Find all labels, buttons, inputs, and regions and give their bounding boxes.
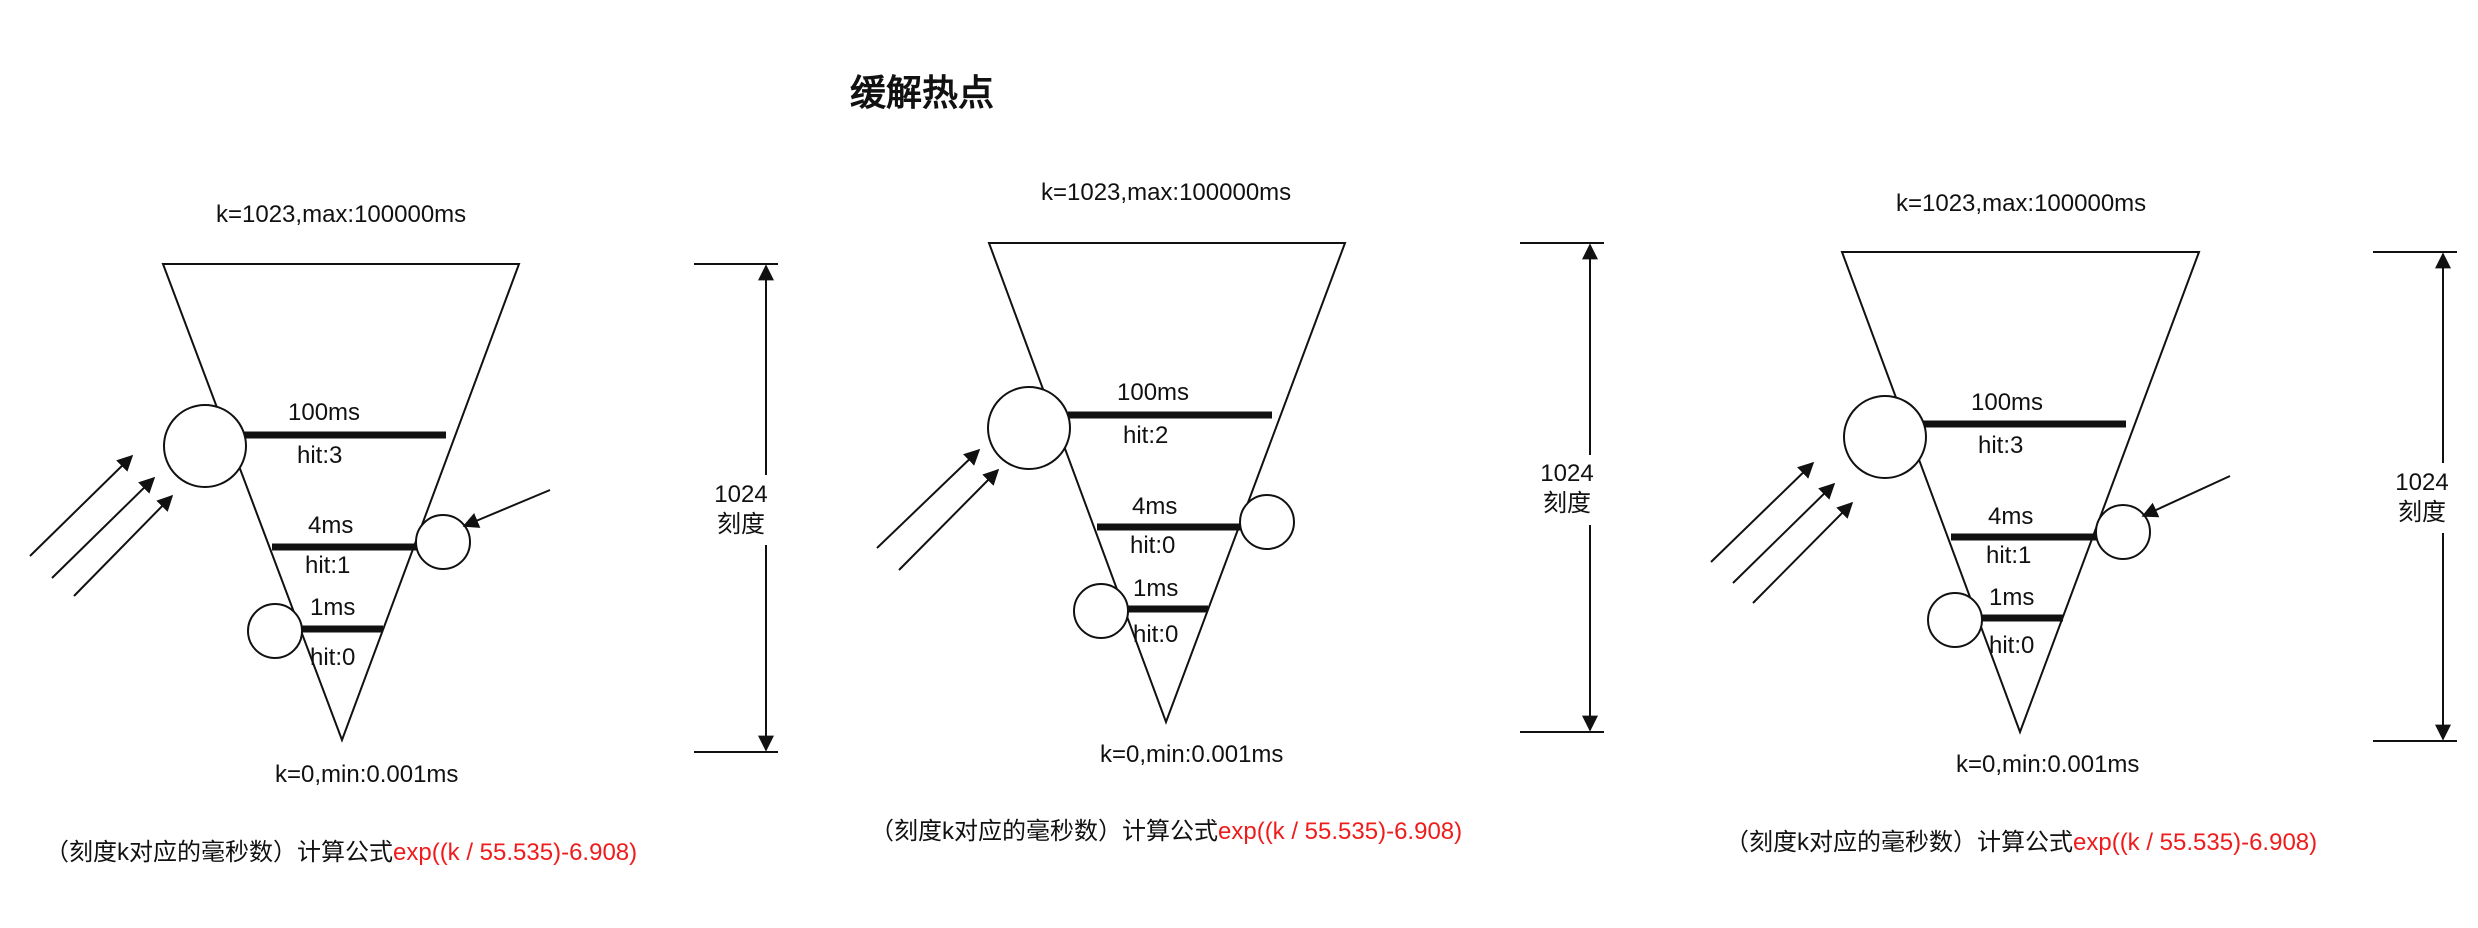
- panel-3-formula-prefix: （刻度k对应的毫秒数）计算公式: [1725, 829, 2073, 856]
- panel-1-funnel: [161, 263, 521, 743]
- panel-3-formula-expression: exp((k / 55.535)-6.908): [2073, 829, 2317, 856]
- panel-1-formula: （刻度k对应的毫秒数）计算公式exp((k / 55.535)-6.908): [45, 839, 637, 866]
- panel-3-level-100ms-label: 100ms: [1971, 389, 2043, 416]
- panel-3-level-1ms-hit: hit:0: [1989, 632, 2034, 659]
- panel-3-scale-label-bg: [2385, 463, 2459, 533]
- panel-2-level-100ms-hit: hit:2: [1123, 422, 1168, 449]
- diagram-title: 缓解热点: [850, 72, 994, 113]
- panel-2-formula: （刻度k对应的毫秒数）计算公式exp((k / 55.535)-6.908): [870, 818, 1462, 845]
- panel-1-scale-label-bg: [706, 475, 780, 545]
- panel-1-bucket-circle-1ms: [247, 603, 303, 659]
- panel-1-level-4ms-hit: hit:1: [305, 552, 350, 579]
- panel-2-formula-prefix: （刻度k对应的毫秒数）计算公式: [870, 818, 1218, 845]
- panel-3-level-4ms-label: 4ms: [1988, 503, 2033, 530]
- panel-1-incoming-arrow: [73, 494, 174, 597]
- panel-3-incoming-arrow: [1732, 482, 1836, 584]
- panel-3-bucket-circle-4ms: [2095, 504, 2151, 560]
- panel-3-incoming-arrow: [1752, 501, 1854, 604]
- panel-1-level-4ms-label: 4ms: [308, 512, 353, 539]
- panel-1: k=1023,max:100000ms 100ms hit:3 4ms hit:…: [29, 201, 780, 866]
- panel-3-level-4ms-hit: hit:1: [1986, 542, 2031, 569]
- panel-3-formula: （刻度k对应的毫秒数）计算公式exp((k / 55.535)-6.908): [1725, 829, 2317, 856]
- panel-3-scale-value: 1024: [2395, 469, 2448, 496]
- panel-2-scale-value: 1024: [1540, 460, 1593, 487]
- panel-1-formula-prefix: （刻度k对应的毫秒数）计算公式: [45, 839, 393, 866]
- panel-2-level-100ms-label: 100ms: [1117, 379, 1189, 406]
- panel-2-bucket-circle-4ms: [1239, 494, 1295, 550]
- panel-2-formula-expression: exp((k / 55.535)-6.908): [1218, 818, 1462, 845]
- panel-3-incoming-arrow: [1710, 461, 1815, 563]
- panel-3-funnel: [1840, 251, 2201, 735]
- panel-2-level-1ms-hit: hit:0: [1133, 621, 1178, 648]
- panel-1-incoming-arrow: [29, 454, 134, 557]
- panel-2-incoming-arrow: [898, 468, 1000, 571]
- panel-2-top-label: k=1023,max:100000ms: [1041, 179, 1291, 206]
- panel-3-top-label: k=1023,max:100000ms: [1896, 190, 2146, 217]
- panel-2: k=1023,max:100000ms 100ms hit:2 4ms hit:…: [870, 179, 1606, 845]
- panel-3-bottom-label: k=0,min:0.001ms: [1956, 751, 2139, 778]
- panel-1-scale-unit: 刻度: [717, 511, 765, 538]
- panel-1-incoming-arrow: [51, 476, 156, 579]
- panel-2-bucket-circle-1ms: [1073, 583, 1129, 639]
- panel-1-bucket-circle-4ms: [415, 514, 471, 570]
- panel-3-level-1ms-label: 1ms: [1989, 584, 2034, 611]
- panel-1-top-label: k=1023,max:100000ms: [216, 201, 466, 228]
- panel-2-level-4ms-hit: hit:0: [1130, 532, 1175, 559]
- panel-2-bucket-circle-100ms: [987, 386, 1071, 470]
- panel-2-bottom-label: k=0,min:0.001ms: [1100, 741, 1283, 768]
- panel-2-scale-label-bg: [1532, 455, 1606, 525]
- panel-3: k=1023,max:100000ms 100ms hit:3 4ms hit:…: [1710, 190, 2459, 856]
- panel-1-level-1ms-hit: hit:0: [310, 644, 355, 671]
- panel-3-level-100ms-hit: hit:3: [1978, 432, 2023, 459]
- panel-2-scale-unit: 刻度: [1543, 490, 1591, 517]
- panel-2-incoming-arrow: [876, 448, 981, 549]
- panel-1-formula-expression: exp((k / 55.535)-6.908): [393, 839, 637, 866]
- panel-1-level-100ms-label: 100ms: [288, 399, 360, 426]
- panel-1-scale-value: 1024: [714, 481, 767, 508]
- panel-3-incoming-arrow: [2141, 475, 2231, 518]
- panel-2-level-1ms-label: 1ms: [1133, 575, 1178, 602]
- panel-1-bucket-circle-100ms: [163, 404, 247, 488]
- panel-1-incoming-arrow: [462, 489, 551, 528]
- panel-3-bucket-circle-1ms: [1927, 592, 1983, 648]
- panel-2-level-4ms-label: 4ms: [1132, 493, 1177, 520]
- panel-1-level-100ms-hit: hit:3: [297, 442, 342, 469]
- panel-1-bottom-label: k=0,min:0.001ms: [275, 761, 458, 788]
- panel-3-bucket-circle-100ms: [1843, 395, 1927, 479]
- panel-2-funnel: [987, 242, 1347, 725]
- panel-1-level-1ms-label: 1ms: [310, 594, 355, 621]
- panel-3-scale-unit: 刻度: [2398, 499, 2446, 526]
